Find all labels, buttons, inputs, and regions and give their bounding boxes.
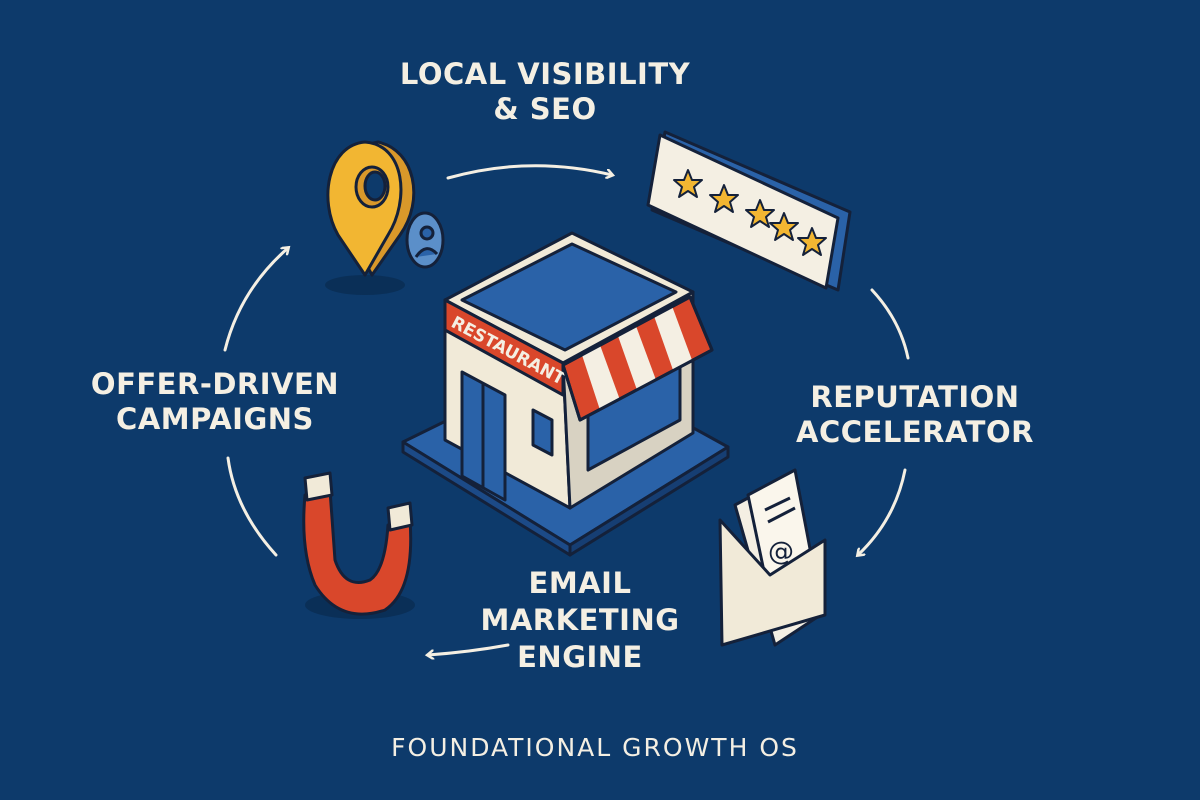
label-offer-driven-campaigns: OFFER-DRIVEN CAMPAIGNS bbox=[91, 367, 339, 437]
label-line: CAMPAIGNS bbox=[116, 402, 314, 436]
email-envelope-icon: @ bbox=[718, 468, 827, 647]
footer-title: FOUNDATIONAL GROWTH OS bbox=[391, 733, 799, 762]
cycle-arrow-left-upper bbox=[223, 248, 288, 352]
user-icon bbox=[405, 211, 445, 269]
magnet-icon bbox=[302, 471, 415, 619]
label-line: ACCELERATOR bbox=[796, 415, 1034, 449]
cycle-arrow-bottom bbox=[428, 643, 510, 655]
cycle-arrow-right-lower bbox=[858, 468, 907, 555]
five-star-rating-icon bbox=[646, 130, 852, 292]
label-line: OFFER-DRIVEN bbox=[90, 367, 340, 401]
label-line: REPUTATION bbox=[810, 380, 1020, 414]
cycle-arrow-top bbox=[446, 164, 612, 178]
cycle-arrow-left-lower bbox=[226, 456, 278, 557]
label-line: ENGINE bbox=[517, 640, 643, 674]
map-pin-icon bbox=[325, 140, 416, 295]
restaurant-storefront-icon: RESTAURANT bbox=[401, 231, 730, 557]
label-local-visibility-seo: LOCAL VISIBILITY & SEO bbox=[400, 57, 690, 127]
cycle-arrow-right-upper bbox=[870, 288, 910, 360]
label-reputation-accelerator: REPUTATION ACCELERATOR bbox=[796, 380, 1034, 450]
label-line: EMAIL bbox=[528, 566, 632, 600]
label-line: MARKETING bbox=[480, 603, 680, 637]
label-line: LOCAL VISIBILITY bbox=[399, 57, 691, 91]
label-email-marketing-engine: EMAIL MARKETING ENGINE bbox=[480, 565, 679, 676]
label-line: & SEO bbox=[493, 92, 597, 126]
